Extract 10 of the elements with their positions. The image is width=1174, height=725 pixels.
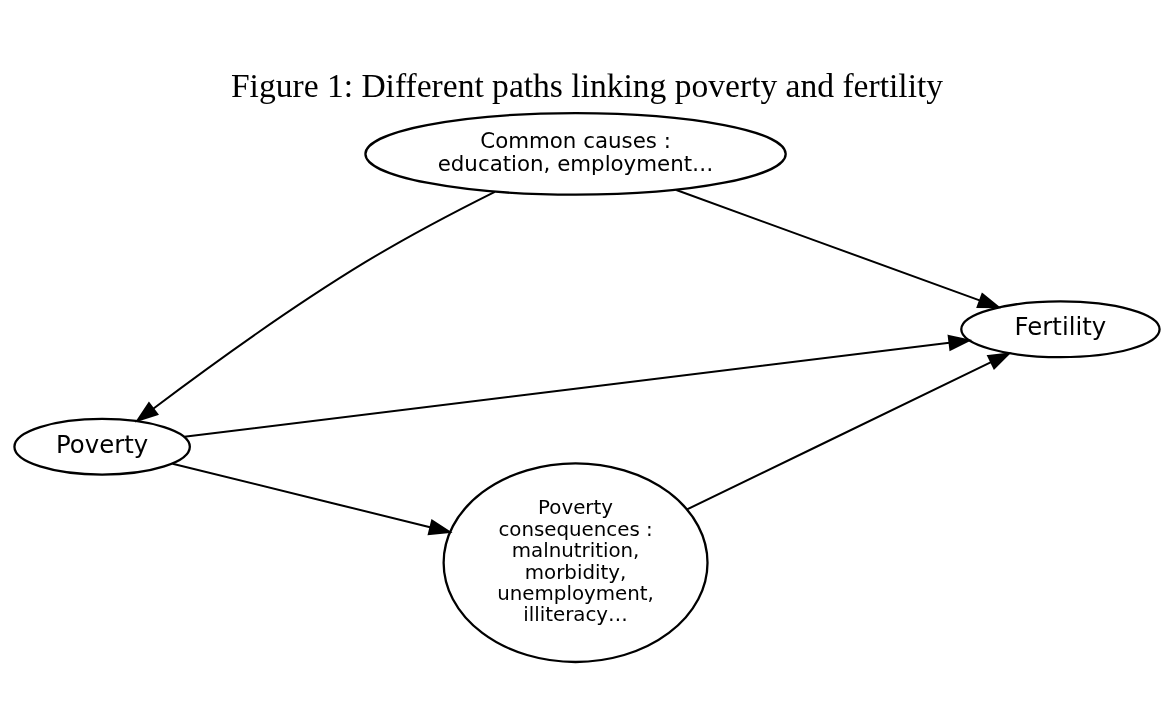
arrow [134, 190, 496, 423]
node-ellipse: Poverty [13, 417, 191, 476]
node-ellipse: Common causes : education, employment… [364, 111, 787, 196]
diagram-title: Figure 1: Different paths linking poverty and fertility [230, 66, 944, 104]
arrow [686, 351, 1012, 510]
arrow [183, 334, 973, 438]
arrow [171, 462, 453, 535]
node-ellipse: Fertility [960, 299, 1161, 358]
node-ellipse: Poverty consequences : malnutrition, morbidity, unemployment, illiteracy… [442, 461, 709, 663]
arrow [675, 188, 1002, 308]
